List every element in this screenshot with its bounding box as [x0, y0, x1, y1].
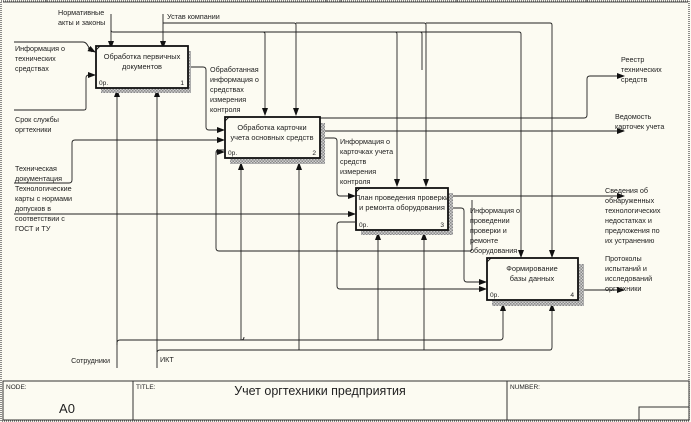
label-tech-docs: Техническая документация Технологические…: [15, 164, 74, 233]
arrow-lines: [14, 14, 625, 368]
box-4-cost: 0р.: [490, 292, 499, 299]
label-card-info: Информация о карточках учета средств изм…: [340, 137, 395, 186]
box-2-title-line2: учета основных средств: [230, 133, 313, 142]
box-1-title-line1: Обработка первичных: [104, 52, 181, 61]
activity-box-1[interactable]: Обработка первичных документов 0р. 1: [95, 45, 191, 93]
title-label: TITLE:: [136, 384, 156, 391]
box-1-title-line2: документов: [122, 62, 162, 71]
arrow-box3-to-box4[interactable]: [336, 221, 487, 292]
arrow-charter-to-box3[interactable]: [296, 22, 429, 187]
box-4-title-line2: базы данных: [510, 274, 555, 283]
label-protocols: Протоколы испытаний и исследований оргте…: [605, 254, 654, 293]
title-block: NODE: A0 TITLE: Учет оргтехники предприя…: [2, 380, 690, 421]
label-processed-info: Обработанная информация о средствах изме…: [210, 65, 261, 114]
box-1-cost: 0р.: [99, 80, 108, 87]
arrow-norm-acts-to-box2[interactable]: [163, 31, 268, 116]
arrow-norm-acts-to-box4[interactable]: [397, 31, 524, 258]
arrow-tech-docs[interactable]: [14, 137, 225, 184]
arrow-feedback-box2[interactable]: [215, 149, 473, 252]
arrow-charter[interactable]: [163, 22, 299, 116]
arrow-processed-info[interactable]: [188, 66, 225, 133]
arrow-labels: Нормативные акты и законы Устав компании…: [15, 8, 664, 365]
label-company-charter: Устав компании: [167, 12, 220, 21]
label-defects-info: Сведения об обнаруженных технологических…: [605, 186, 662, 245]
node-label: NODE:: [6, 384, 27, 391]
activity-box-2[interactable]: Обработка карточки учета основных средст…: [224, 116, 325, 164]
box-3-title-line2: и ремонта оборудования: [359, 203, 445, 212]
label-staff: Сотрудники: [71, 356, 110, 365]
arrow-staff[interactable]: [116, 303, 506, 368]
arrow-card-info[interactable]: [320, 137, 356, 199]
box-3-title-line1: План проведения проверки: [355, 193, 449, 202]
arrow-inspection-info[interactable]: [448, 207, 487, 285]
node-value: A0: [59, 401, 75, 416]
label-norm-acts: Нормативные акты и законы: [58, 8, 106, 27]
label-tech-info: Информация о технических средствах: [15, 44, 67, 73]
arrow-service-life[interactable]: [14, 72, 96, 111]
box-2-cost: 0р.: [228, 150, 237, 157]
box-4-number: 4: [570, 292, 574, 299]
top-ticks: [45, 0, 588, 2]
box-2-title-line1: Обработка карточки: [237, 123, 306, 132]
box-2-number: 2: [312, 150, 316, 157]
box-4-title-line1: Формирование: [506, 264, 558, 273]
label-registry: Реестр технических средств: [621, 55, 664, 84]
diagram-title: Учет оргтехники предприятия: [234, 384, 406, 398]
label-service-life: Срок службы оргтехники: [15, 115, 61, 134]
number-label: NUMBER:: [510, 384, 540, 391]
box-3-cost: 0р.: [359, 222, 368, 229]
box-1-number: 1: [180, 80, 184, 87]
arrow-registry[interactable]: [320, 73, 625, 119]
activity-box-3[interactable]: План проведения проверки и ремонта обору…: [355, 187, 453, 235]
box-3-number: 3: [440, 222, 444, 229]
label-ict: ИКТ: [160, 355, 174, 364]
arrow-charter-to-box4[interactable]: [426, 22, 555, 258]
label-card-statement: Ведомость карточек учета: [615, 112, 664, 131]
label-inspection-info: Информация о проведении проверки и ремон…: [470, 206, 522, 255]
activity-box-4[interactable]: Формирование базы данных 0р. 4: [486, 257, 584, 306]
arrow-ict[interactable]: [156, 303, 555, 368]
arrow-norm-acts-to-box3[interactable]: [293, 31, 400, 187]
